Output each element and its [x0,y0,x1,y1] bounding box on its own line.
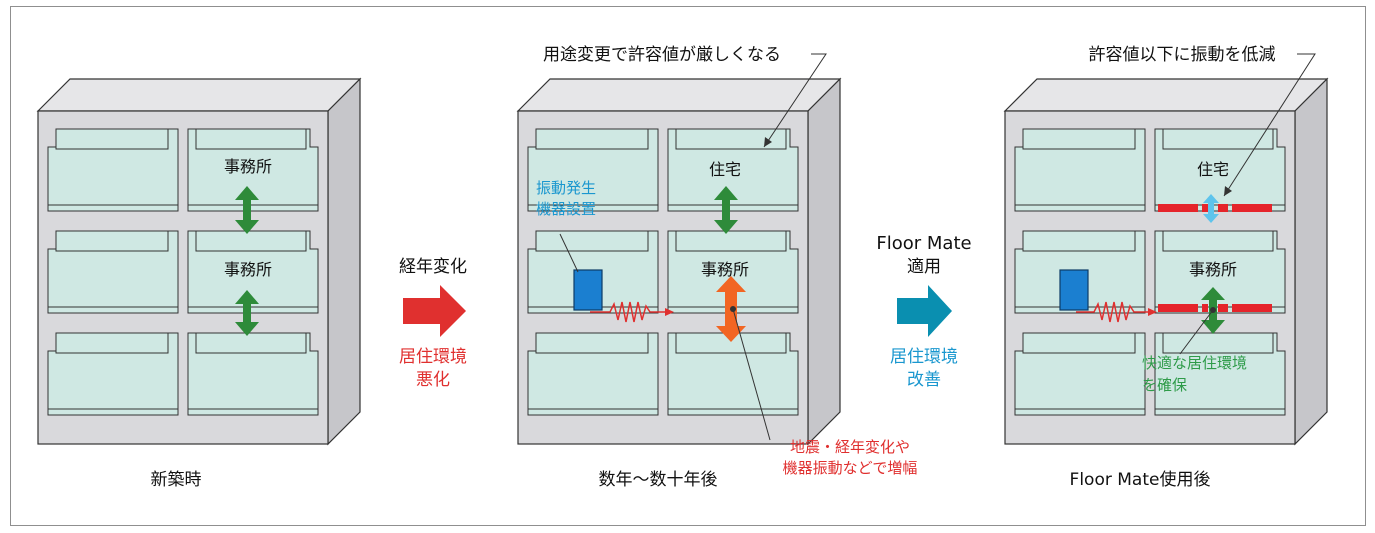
room-label-office-upper-1: 事務所 [224,157,272,176]
vibration-wave-3 [1076,301,1157,323]
vibration-arrow-green [714,186,738,234]
transition-2-bottom-1: 居住環境 [890,347,958,367]
callout-line-top-3 [1223,53,1316,197]
transition-1-top: 経年変化 [399,257,467,277]
building-panel-1 [37,78,361,445]
floor-mate-damper-lower [1158,304,1272,312]
comfort-label-line2: を確保 [1142,376,1187,394]
transition-1-bottom-1: 居住環境 [399,347,467,367]
room-label-office-2: 事務所 [701,260,749,279]
transition-2-bottom-2: 改善 [907,370,941,390]
transition-2-top-1: Floor Mate [876,233,971,254]
right-arrow-teal [897,285,952,337]
right-arrow-red [403,285,466,337]
callout-bottom-2-line1: 地震・経年変化や [790,438,910,456]
vibration-device [573,269,603,311]
room-label-residence-3: 住宅 [1197,160,1229,179]
callout-line-top-2 [763,53,827,148]
vibration-wave [590,301,674,323]
vibration-arrow-green-upper [235,186,259,234]
device-label-line2: 機器設置 [536,200,596,218]
device-label-line1: 振動発生 [536,179,596,197]
transition-1-bottom-2: 悪化 [416,370,450,390]
caption-panel-2: 数年～数十年後 [599,470,718,490]
room-label-office-lower-1: 事務所 [224,260,272,279]
vibration-arrow-reduced [1203,194,1219,223]
floor-mate-damper-upper [1158,204,1272,212]
comfort-label-line1: 快適な居住環境 [1142,354,1247,372]
vibration-device-3 [1059,269,1089,311]
device-leader-line [559,233,579,273]
transition-2-top-2: 適用 [907,257,941,277]
callout-line-bottom-2 [732,308,771,441]
callout-bottom-2-line2: 機器振動などで増幅 [783,459,918,477]
caption-panel-3: Floor Mate使用後 [1070,469,1211,490]
callout-line-comfort [1179,309,1214,355]
building-panel-2 [517,78,841,445]
room-label-residence-2: 住宅 [709,160,741,179]
room-label-office-3: 事務所 [1189,260,1237,279]
callout-top-2: 用途変更で許容値が厳しくなる [543,45,781,65]
callout-top-3: 許容値以下に振動を低減 [1089,45,1276,65]
caption-panel-1: 新築時 [151,470,202,490]
vibration-arrow-green-lower [235,290,259,336]
